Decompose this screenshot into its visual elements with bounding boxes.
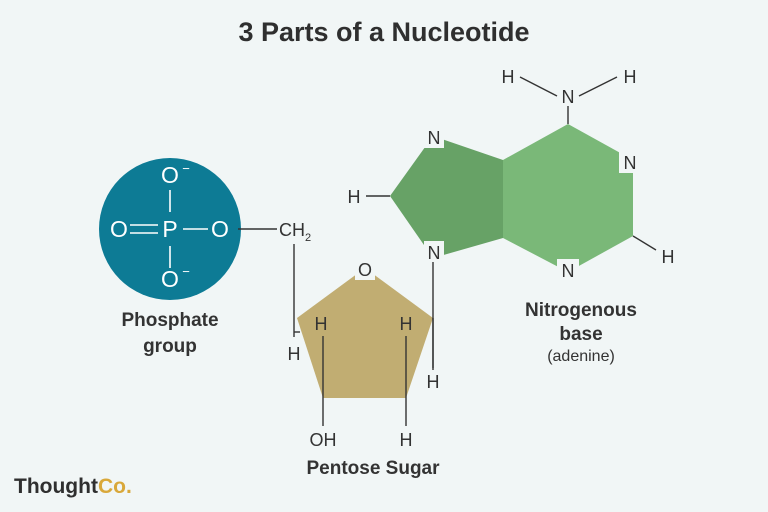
- base-n3: N: [562, 261, 575, 281]
- base-h6a: H: [502, 67, 515, 87]
- ch2-label: CH2: [279, 220, 311, 244]
- sugar-oh: OH: [310, 430, 337, 450]
- base-bonds: [366, 76, 657, 370]
- thoughtco-logo: ThoughtCo.: [14, 475, 132, 498]
- phosphate-label-line1: Phosphate: [121, 310, 218, 331]
- base-label-line2: base: [559, 324, 602, 345]
- phosphorus-atom: P: [162, 216, 177, 242]
- pentose-ring: [297, 268, 433, 398]
- base-h2: H: [662, 247, 675, 267]
- phosphate-bonds: [130, 190, 208, 268]
- base-h6b: H: [624, 67, 637, 87]
- phosphate-label-line2: group: [143, 336, 197, 357]
- sugar-ring-oxygen: O: [358, 260, 372, 280]
- base-six-ring: [503, 124, 633, 272]
- base-n7: N: [428, 128, 441, 148]
- base-sublabel: (adenine): [547, 348, 615, 365]
- sugar-label: Pentose Sugar: [306, 458, 440, 479]
- sugar-c4-h: H: [288, 344, 301, 364]
- phosphate-top-oxygen: O: [161, 162, 179, 188]
- phosphate-circle: [99, 158, 241, 300]
- base-five-ring: [390, 136, 503, 258]
- base-h8: H: [348, 187, 361, 207]
- phosphate-left-oxygen: O: [110, 216, 128, 242]
- base-n9: N: [428, 243, 441, 263]
- base-n1: N: [624, 153, 637, 173]
- phosphate-right-oxygen: O: [211, 216, 229, 242]
- page-title: 3 Parts of a Nucleotide: [238, 17, 529, 47]
- phosphate-bottom-oxygen: O: [161, 266, 179, 292]
- base-label-line1: Nitrogenous: [525, 300, 637, 321]
- sugar-c2-h: H: [400, 430, 413, 450]
- phosphate-top-charge: −: [182, 161, 190, 176]
- sugar-c3-h-inner: H: [315, 314, 328, 334]
- phosphate-bottom-charge: −: [182, 264, 190, 279]
- base-n6: N: [562, 87, 575, 107]
- sugar-c2-h-inner: H: [400, 314, 413, 334]
- sugar-c1-h: H: [427, 372, 440, 392]
